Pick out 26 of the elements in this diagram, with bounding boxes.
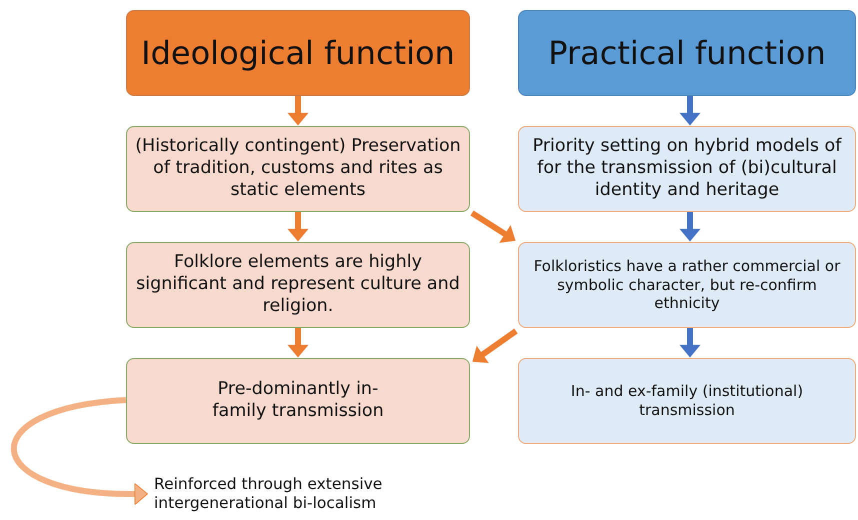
process-box <box>518 358 856 444</box>
heading-text: Ideological function <box>140 33 456 73</box>
box-text: Priority setting on hybrid models of for the transmission of (bi)cultural identity and heritage <box>532 136 843 202</box>
arrow <box>679 96 701 126</box>
arrow <box>472 328 518 364</box>
box-text: In- and ex-family (institutional) transmission <box>570 382 804 420</box>
note-text: Reinforced through extensive intergenerational bi-localism <box>153 474 384 514</box>
heading-box <box>126 10 470 96</box>
process-box <box>518 126 856 212</box>
box-text: Folkloristics have a rather commercial or symbolic character, but re-confirm ethnicity <box>532 256 842 314</box>
arrow <box>11 397 148 505</box>
arrow <box>287 328 309 358</box>
arrow <box>470 210 516 243</box>
heading-box <box>518 10 856 96</box>
process-box <box>518 242 856 328</box>
box-text: Pre-dominantly in-family transmission <box>211 379 385 423</box>
heading-text: Practical function <box>547 33 827 73</box>
arrow <box>287 96 309 126</box>
box-text: (Historically contingent) Preservation of tradition, customs and rites as static elements <box>134 136 462 202</box>
process-box <box>126 358 470 444</box>
arrow <box>679 328 701 358</box>
process-box <box>126 242 470 328</box>
arrow <box>679 212 701 242</box>
process-box <box>126 126 470 212</box>
arrow <box>287 212 309 242</box>
box-text: Folklore elements are highly significant and represent culture and religion. <box>135 252 461 318</box>
